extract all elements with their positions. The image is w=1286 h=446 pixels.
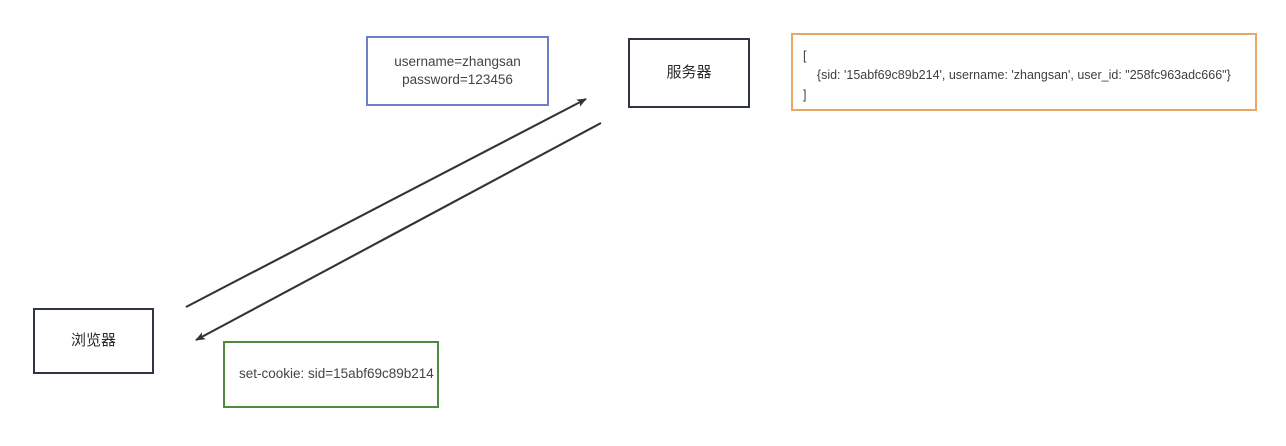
server-node-label: 服务器 <box>666 63 712 81</box>
set-cookie-note[interactable]: set-cookie: sid=15abf69c89b214 <box>223 341 439 408</box>
server-node[interactable]: 服务器 <box>628 38 750 108</box>
session-store-text: [ {sid: '15abf69c89b214', username: 'zha… <box>803 49 1231 102</box>
browser-node[interactable]: 浏览器 <box>33 308 154 374</box>
response-arrow <box>195 122 602 341</box>
browser-node-label: 浏览器 <box>70 331 116 349</box>
session-store-note[interactable]: [ {sid: '15abf69c89b214', username: 'zha… <box>791 33 1257 111</box>
set-cookie-text: set-cookie: sid=15abf69c89b214 <box>239 366 434 382</box>
request-credentials-note[interactable]: username=zhangsan password=123456 <box>366 36 549 106</box>
request-credentials-text: username=zhangsan password=123456 <box>394 53 521 87</box>
request-arrow <box>185 98 587 308</box>
